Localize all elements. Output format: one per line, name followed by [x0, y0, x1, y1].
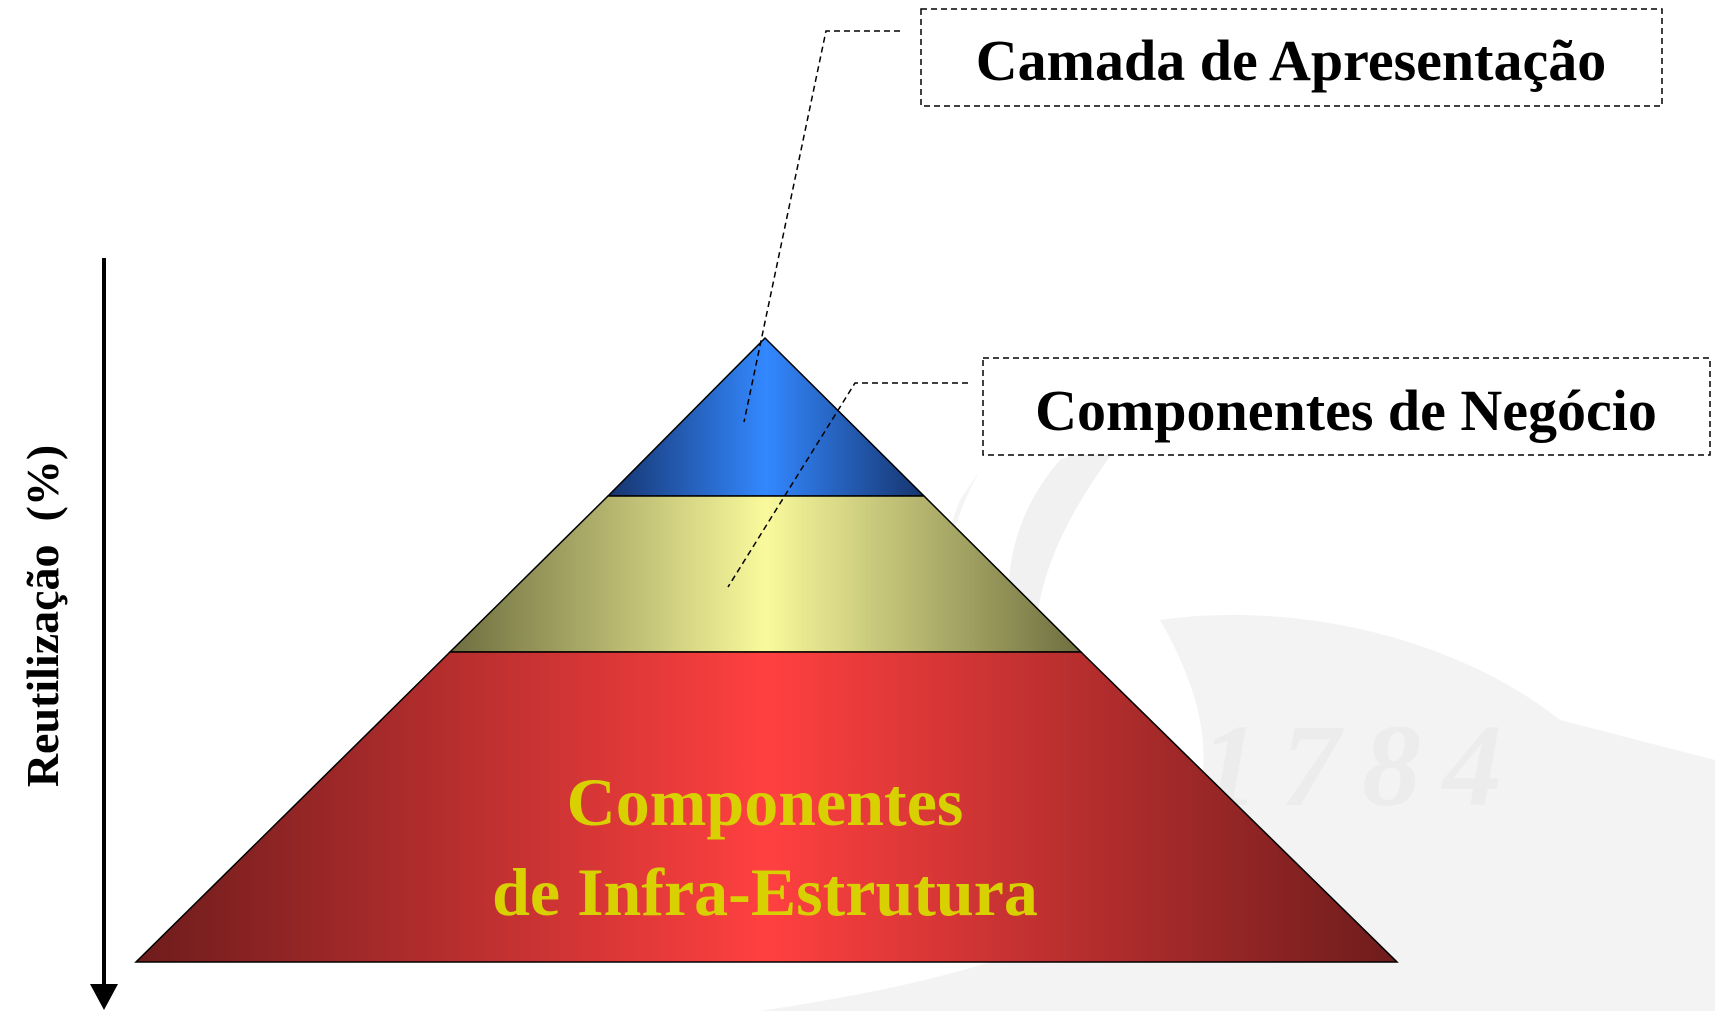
pyramid-middle-business-layer — [448, 495, 1083, 653]
axis-label: Reutilização (%) — [17, 445, 68, 787]
pyramid-top-presentation-layer — [606, 336, 926, 497]
callout-presentation-label: Camada de Apresentação — [976, 28, 1606, 93]
reuse-axis: Reutilização (%) — [17, 258, 118, 1010]
callout-business-label: Componentes de Negócio — [1035, 378, 1657, 443]
axis-arrowhead-down-icon — [90, 984, 118, 1010]
callout-presentation-box — [920, 8, 1663, 107]
callout-business-box — [982, 357, 1711, 456]
pyramid-bottom-infrastructure-layer — [134, 651, 1399, 963]
watermark-feather-shape — [1008, 430, 1130, 700]
watermark-year: 1784 — [1200, 700, 1524, 831]
infrastructure-label-line2: de Infra-Estrutura — [492, 854, 1038, 930]
infrastructure-label-line1: Componentes — [567, 764, 964, 840]
callout-presentation: Camada de Apresentação — [743, 8, 1663, 423]
callout-business-leader-line — [727, 382, 968, 588]
callout-presentation-leader-line — [743, 30, 900, 423]
pyramid: Componentes de Infra-Estrutura — [134, 336, 1399, 963]
callout-business: Componentes de Negócio — [727, 357, 1711, 588]
